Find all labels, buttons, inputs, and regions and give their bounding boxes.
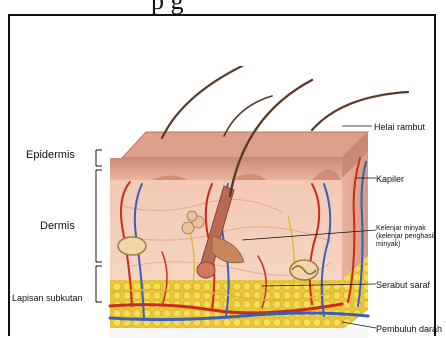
label-kelenjar-minyak-1: Kelenjar minyak <box>376 225 426 233</box>
cut-off-caption: p g <box>151 0 311 14</box>
label-lapisan-subkutan: Lapisan subkutan <box>12 293 83 303</box>
label-kelenjar-minyak-3: minyak) <box>376 241 401 249</box>
label-kapiler: Kapiler <box>376 174 404 184</box>
label-pembuluh-darah: Pembuluh darah <box>376 324 442 334</box>
label-epidermis: Epidermis <box>26 150 75 160</box>
label-serabut-saraf: Serabut saraf <box>376 280 430 290</box>
label-kelenjar-minyak-2: (kelenjar penghasil <box>376 233 435 241</box>
label-dermis: Dermis <box>40 221 75 231</box>
sweat-gland-right <box>290 260 318 280</box>
skin-surface-top <box>122 132 368 158</box>
epidermis-layer <box>110 158 342 180</box>
sweat-gland-left <box>118 237 146 255</box>
label-helai-rambut: Helai rambut <box>374 122 425 132</box>
